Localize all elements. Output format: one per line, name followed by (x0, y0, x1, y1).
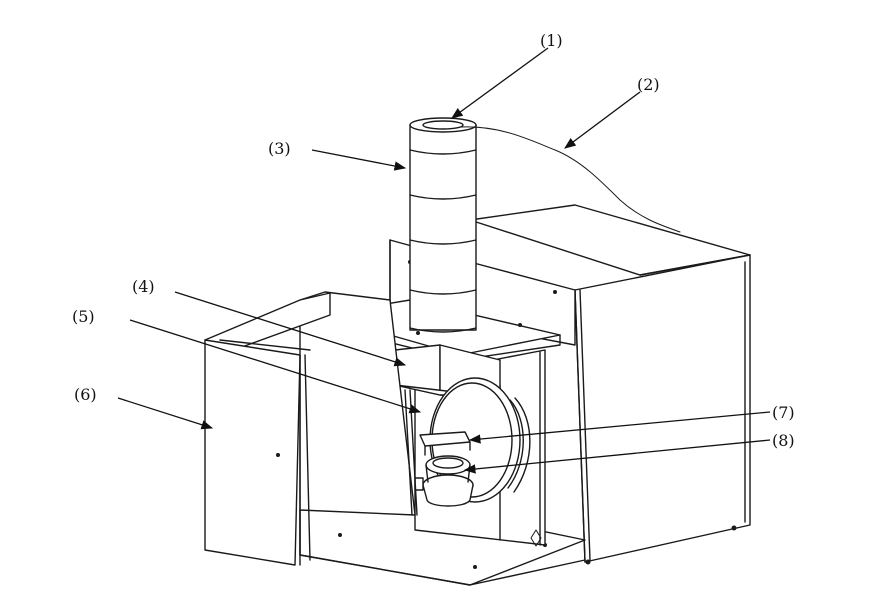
cable (459, 126, 681, 233)
callout-label-5: (5) (72, 307, 95, 326)
leader-8 (463, 439, 771, 474)
callout-label-4: (4) (132, 277, 155, 296)
leader-3 (311, 149, 407, 171)
callout-label-1: (1) (540, 31, 563, 50)
leader-1 (451, 47, 549, 119)
callout-label-6: (6) (74, 385, 97, 404)
callout-label-8: (8) (772, 431, 795, 450)
callout-labels: (1) (2) (3) (4) (5) (6) (7) (8) (72, 31, 795, 450)
callout-label-3: (3) (268, 139, 291, 158)
callout-label-7: (7) (772, 403, 795, 422)
open-door (204, 291, 418, 566)
leader-5 (129, 319, 422, 414)
callout-label-2: (2) (637, 75, 660, 94)
leader-4 (174, 291, 407, 367)
leader-7 (468, 411, 771, 444)
leader-2 (564, 91, 641, 149)
main-housing (469, 204, 751, 565)
sensor-column (409, 117, 477, 333)
leader-6 (117, 397, 214, 430)
cup-holder (414, 455, 474, 507)
leader-lines (117, 47, 771, 474)
